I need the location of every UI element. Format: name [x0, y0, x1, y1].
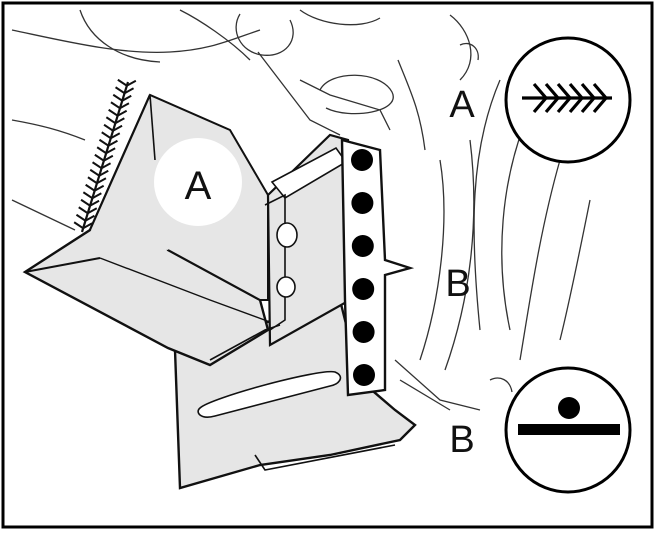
- seam-weld-tick: [91, 161, 112, 170]
- seam-weld-tick: [73, 221, 93, 230]
- seam-weld-tick: [80, 198, 100, 207]
- seam-weld-tick: [82, 191, 102, 200]
- seam-weld-tick: [87, 176, 107, 185]
- seam-weld-tick: [89, 168, 109, 177]
- diagram-frame: [1, 1, 654, 529]
- seam-weld-tick: [117, 78, 137, 87]
- spot-weld-dots: [351, 149, 375, 386]
- callout-b-label: B: [445, 263, 470, 305]
- seam-weld-tick: [78, 206, 98, 215]
- seam-weld-tick: [114, 86, 135, 95]
- callout-a-label: A: [185, 164, 212, 208]
- spot-weld-dot: [353, 364, 375, 386]
- seam-weld-tick: [112, 93, 132, 102]
- callout-a-circle: [154, 138, 242, 226]
- background-body-lines: [11, 9, 591, 411]
- seam-weld-tick: [75, 213, 95, 222]
- legend-b-badge: [504, 366, 632, 494]
- seam-weld-tick: [96, 146, 116, 155]
- spot-weld-dot: [351, 192, 374, 214]
- spot-weld-dot: [351, 235, 374, 257]
- legend-a-badge: [504, 36, 632, 164]
- spot-weld-strip: [340, 138, 415, 397]
- seam-weld-tick: [103, 123, 123, 132]
- legend-b-label: B: [449, 419, 474, 461]
- seam-weld-tick: [108, 108, 128, 117]
- spot-weld-dot: [352, 278, 375, 300]
- seam-weld-tick: [101, 131, 121, 140]
- spot-weld-dot: [351, 149, 373, 171]
- seam-weld-tick: [94, 153, 114, 162]
- seam-weld-tick: [98, 138, 118, 147]
- spot-weld-icon: [518, 397, 620, 435]
- seam-weld-icon: [522, 82, 612, 114]
- legend-a-label: A: [449, 84, 475, 126]
- seam-weld-tick: [110, 101, 130, 110]
- seam-weld-ticks: [73, 78, 137, 230]
- seam-weld-tick: [85, 183, 105, 192]
- spot-weld-dot: [352, 321, 375, 343]
- seam-weld-tick: [105, 116, 125, 125]
